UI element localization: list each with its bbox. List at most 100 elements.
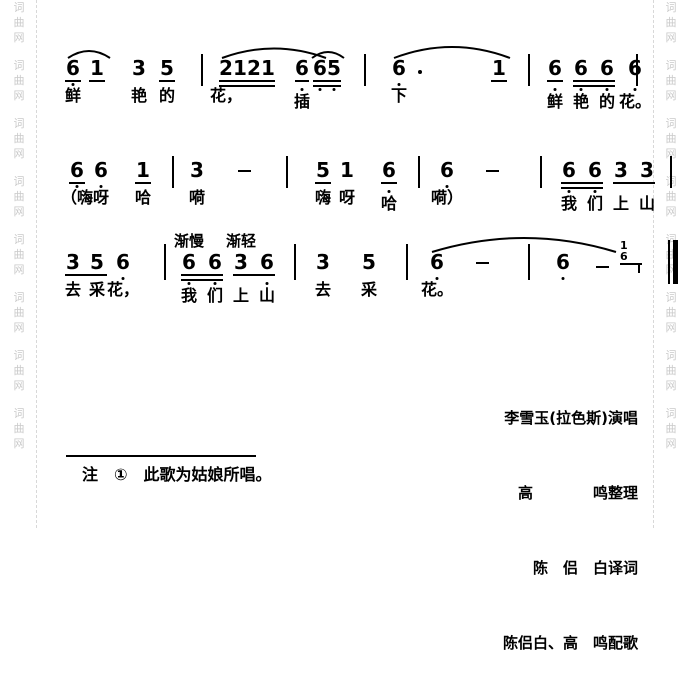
barline bbox=[406, 244, 408, 280]
note-number: 1 bbox=[492, 56, 506, 80]
octave-low-dot bbox=[332, 88, 336, 91]
beam bbox=[573, 85, 615, 87]
barline bbox=[201, 54, 203, 86]
beam bbox=[65, 274, 107, 276]
note-number: 6 bbox=[295, 56, 309, 80]
beam bbox=[69, 182, 85, 184]
watermark-text: 词曲网 bbox=[665, 407, 677, 450]
note: 1 bbox=[88, 58, 106, 78]
note-number: 6 bbox=[392, 56, 406, 80]
note: 1 哈 bbox=[134, 160, 152, 206]
octave-low-dot bbox=[579, 88, 583, 91]
watermark-text: 词曲网 bbox=[13, 291, 25, 334]
octave-low-dot bbox=[300, 88, 304, 91]
beam bbox=[219, 85, 275, 87]
octave-low-dot bbox=[187, 282, 191, 285]
barline bbox=[164, 244, 166, 280]
lyric: 嗨 bbox=[314, 188, 332, 207]
note: 5 的 bbox=[158, 58, 176, 104]
beam bbox=[181, 279, 223, 281]
duration-dash bbox=[476, 262, 489, 264]
note-number: 6 bbox=[562, 158, 576, 182]
octave-low-dot bbox=[75, 185, 79, 188]
staff-system-2: 6 （嗨 6 呀 1 哈 3 嗬 bbox=[46, 156, 672, 242]
note: 1 bbox=[232, 58, 248, 78]
note-number: 6 bbox=[430, 250, 444, 274]
octave-low-dot bbox=[605, 88, 609, 91]
lyric: 花。 bbox=[420, 280, 454, 299]
credits-block: 李雪玉(拉色斯)演唱 高 鸣整理 陈 侣 白译词 陈侣白、高 鸣配歌 bbox=[503, 356, 638, 681]
octave-low-dot bbox=[435, 277, 439, 280]
beam bbox=[491, 80, 507, 82]
note-number: 5 bbox=[90, 250, 104, 274]
lyric: 呀 bbox=[338, 188, 356, 207]
barline bbox=[294, 244, 296, 280]
octave-low-dot bbox=[633, 88, 637, 91]
note-number: 6 bbox=[548, 56, 562, 80]
note-number: 3 bbox=[316, 250, 330, 274]
lyric: 我 bbox=[560, 194, 578, 213]
note: 6 鲜 bbox=[64, 58, 82, 104]
lyric: 的 bbox=[158, 86, 176, 105]
note-number: 1 bbox=[340, 158, 354, 182]
note-number: 6 bbox=[440, 158, 454, 182]
lyric: 我 bbox=[180, 286, 198, 305]
note: 6 下 bbox=[390, 56, 408, 104]
note-number: 6 bbox=[260, 250, 274, 274]
lyric: 花。 bbox=[618, 92, 652, 111]
lyric: 鲜 bbox=[546, 92, 564, 111]
note-number: 1 bbox=[233, 56, 247, 80]
beam bbox=[233, 274, 275, 276]
note: 2 花， bbox=[210, 58, 242, 104]
beam bbox=[295, 80, 309, 82]
lyric: 上 bbox=[612, 194, 630, 213]
augmentation-dot bbox=[418, 70, 422, 74]
lyric: 采 bbox=[360, 280, 378, 299]
octave-low-dot bbox=[567, 190, 571, 193]
lyric: 哈 bbox=[134, 188, 152, 207]
octave-low-dot bbox=[397, 83, 401, 86]
watermark-text: 词曲网 bbox=[665, 59, 677, 102]
note: 6 鲜 bbox=[546, 56, 564, 110]
note: 5 bbox=[326, 58, 342, 91]
octave-low-dot bbox=[71, 83, 75, 86]
watermark-text: 词曲网 bbox=[665, 1, 677, 44]
watermark-text: 词曲网 bbox=[13, 117, 25, 160]
note: 6 呀 bbox=[92, 158, 110, 206]
beam bbox=[315, 182, 331, 184]
octave-low-dot bbox=[99, 185, 103, 188]
barline bbox=[528, 54, 530, 86]
note-number: 3 bbox=[132, 56, 146, 80]
note-number: 6 bbox=[382, 158, 396, 182]
lyric: 鲜 bbox=[64, 86, 82, 105]
note: 6 们 bbox=[206, 252, 224, 304]
octave-low-dot bbox=[387, 190, 391, 193]
note-number: 6 bbox=[94, 158, 108, 182]
beam bbox=[313, 85, 341, 87]
watermark-text: 词曲网 bbox=[665, 291, 677, 334]
watermark-text: 词曲网 bbox=[13, 233, 25, 276]
note-number: 6 bbox=[182, 250, 196, 274]
note-number: 5 bbox=[316, 158, 330, 182]
note: 3 嗬 bbox=[188, 160, 206, 206]
slur-mark bbox=[67, 50, 111, 59]
note: 5 采 bbox=[360, 252, 378, 298]
watermark-text: 词曲网 bbox=[665, 349, 677, 392]
lyric: 去 bbox=[314, 280, 332, 299]
beam bbox=[313, 80, 341, 82]
beam bbox=[159, 80, 175, 82]
note: 6 嗬） bbox=[431, 158, 463, 206]
beam bbox=[561, 187, 603, 189]
note: 6 花， bbox=[107, 252, 139, 298]
credit-line-performer: 李雪玉(拉色斯)演唱 bbox=[504, 409, 638, 427]
octave-low-dot bbox=[561, 277, 565, 280]
octave-low-dot bbox=[318, 88, 322, 91]
lyric: 上 bbox=[232, 286, 250, 305]
music-score: 6 鲜 1 3 艳 5 的 bbox=[46, 0, 678, 528]
beam bbox=[381, 182, 397, 184]
note: 6 （嗨 bbox=[61, 160, 93, 206]
watermark-text: 词曲网 bbox=[13, 59, 25, 102]
credit-line-arranger: 高 鸣整理 bbox=[517, 484, 638, 502]
watermark-text: 词曲网 bbox=[13, 349, 25, 392]
note: 2 bbox=[246, 58, 262, 78]
